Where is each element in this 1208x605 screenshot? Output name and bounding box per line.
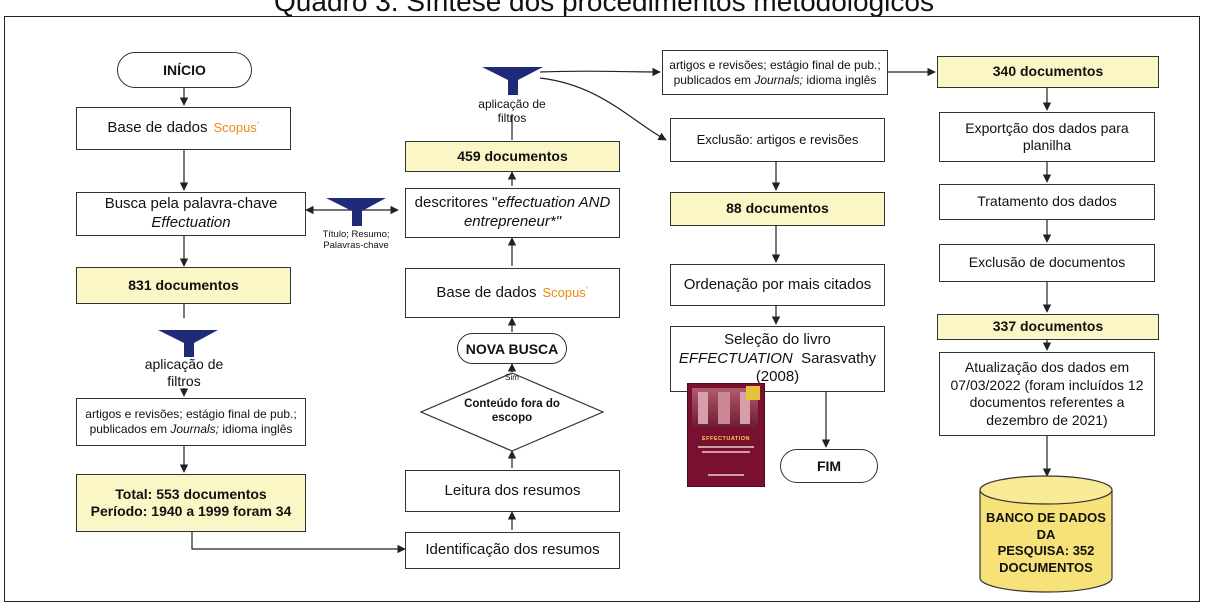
sim-label: Sim [505,373,519,382]
doc-831-box: 831 documentos [76,267,291,304]
criterios-box-1: artigos e revisões; estágio final de pub… [76,398,306,446]
identificacao-box: Identificação dos resumos [405,532,620,569]
database-cylinder [979,475,1113,593]
exclusao-box: Exclusão: artigos e revisões [670,118,885,162]
exclusao-docs-box: Exclusão de documentos [939,244,1155,282]
tratamento-box: Tratamento dos dados [939,184,1155,220]
page-title: Quadro 3. Síntese dos procedimentos meto… [274,0,934,17]
nova-busca-terminal: NOVA BUSCA [457,333,567,364]
doc-337-box: 337 documentos [937,314,1159,340]
atualizacao-box: Atualização dos dados em 07/03/2022 (for… [939,352,1155,436]
base-scopus-box-1: Base de dados Scopus° [76,107,291,150]
descritores-box: descritores "effectuation AND entreprene… [405,188,620,238]
criterios-box-2: artigos e revisões; estágio final de pub… [662,50,888,95]
decision-diamond [419,372,605,452]
funnel-label-titulo: Título; Resumo;Palavras-chave [322,229,390,252]
doc-459-box: 459 documentos [405,141,620,172]
doc-340-box: 340 documentos [937,56,1159,88]
base-scopus-box-2: Base de dados Scopus° [405,268,620,318]
ordenacao-box: Ordenação por mais citados [670,264,885,306]
base-label: Base de dados [436,283,537,301]
scopus-logo: Scopus° [542,284,589,300]
doc-88-box: 88 documentos [670,192,885,226]
fim-terminal: FIM [780,449,878,483]
inicio-terminal: INÍCIO [117,52,252,88]
diagram-frame [4,16,1200,602]
scopus-logo: Scopus° [213,120,260,136]
leitura-box: Leitura dos resumos [405,470,620,512]
funnel-icons [158,67,543,357]
base-label: Base de dados [107,119,208,137]
selecao-box: Seleção do livro EFFECTUATION Sarasvathy… [670,326,885,392]
book-cover-image: EFFECTUATION [687,383,765,487]
